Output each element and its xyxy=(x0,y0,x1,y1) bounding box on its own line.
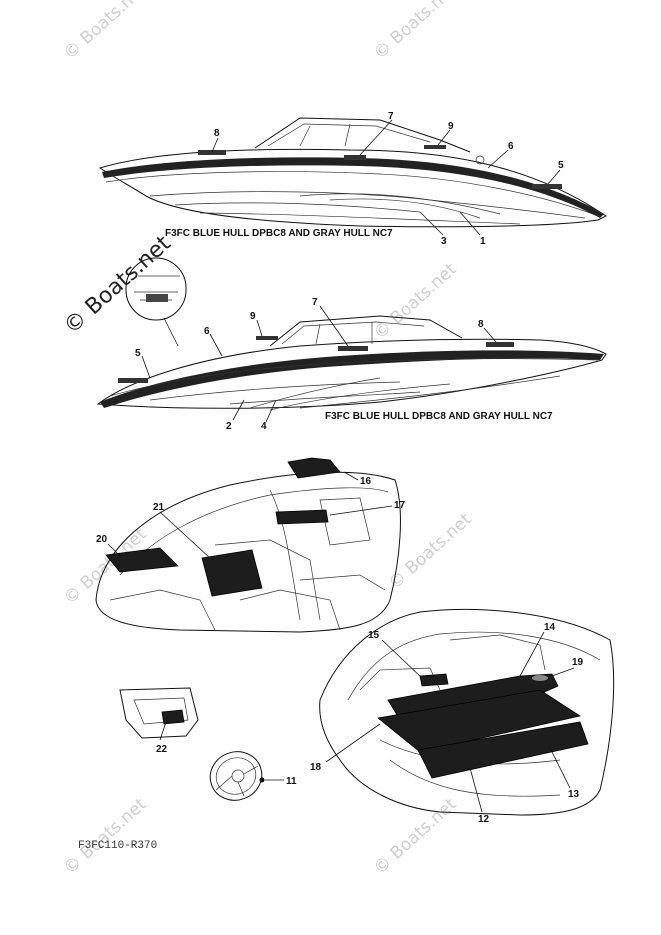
callout-7-top: 7 xyxy=(388,111,394,122)
callout-7-bottom: 7 xyxy=(312,297,318,308)
callout-16: 16 xyxy=(360,476,372,487)
callout-4-bottom: 4 xyxy=(261,421,267,432)
callout-9-top: 9 xyxy=(448,121,454,132)
callout-19: 19 xyxy=(572,657,584,668)
callout-21: 21 xyxy=(153,502,165,513)
callout-6-bottom: 6 xyxy=(204,326,210,337)
callout-9-bottom: 9 xyxy=(250,311,256,322)
callout-17: 17 xyxy=(394,500,406,511)
callout-3-top: 3 xyxy=(441,236,447,247)
boat-bottom-view: 9 7 8 6 5 2 4 F3FC BLUE HULL DPBC8 AND G… xyxy=(96,257,607,432)
callout-6-top: 6 xyxy=(508,141,514,152)
hull-caption-top: F3FC BLUE HULL DPBC8 AND GRAY HULL NC7 xyxy=(165,228,393,239)
callout-12: 12 xyxy=(478,814,490,825)
callout-8-top: 8 xyxy=(214,128,220,139)
callout-11: 11 xyxy=(286,776,297,787)
callout-2-bottom: 2 xyxy=(226,421,232,432)
figure-code: F3FC110-R370 xyxy=(78,840,157,852)
callout-13: 13 xyxy=(568,789,580,800)
watermark-1: © Boats.net xyxy=(60,0,151,64)
callout-15: 15 xyxy=(368,630,380,641)
watermark-bold: © Boats.net xyxy=(59,231,176,340)
callout-14: 14 xyxy=(544,622,556,633)
callout-22: 22 xyxy=(156,744,168,755)
watermark-7: © Boats.net xyxy=(370,794,461,878)
watermark-2: © Boats.net xyxy=(370,0,461,64)
callout-1-top: 1 xyxy=(480,236,486,247)
hull-caption-bottom: F3FC BLUE HULL DPBC8 AND GRAY HULL NC7 xyxy=(325,411,553,422)
steering-wheel-view: 11 xyxy=(209,751,297,801)
watermark-6: © Boats.net xyxy=(60,794,151,878)
watermark-3: © Boats.net xyxy=(370,259,461,343)
callout-8-bottom: 8 xyxy=(478,319,484,330)
boat-top-view: 8 7 9 6 5 3 1 F3FC BLUE HULL DPBC8 AND G… xyxy=(98,111,607,247)
stern-view: 15 14 19 18 12 13 xyxy=(310,609,615,825)
callout-20: 20 xyxy=(96,534,108,545)
cockpit-interior-view: 16 17 21 20 xyxy=(95,457,406,633)
callout-5-top: 5 xyxy=(558,160,564,171)
callout-18: 18 xyxy=(310,762,322,773)
inset-detail xyxy=(125,257,187,347)
callout-5-bottom: 5 xyxy=(135,348,141,359)
part-22-view: 22 xyxy=(119,687,199,755)
